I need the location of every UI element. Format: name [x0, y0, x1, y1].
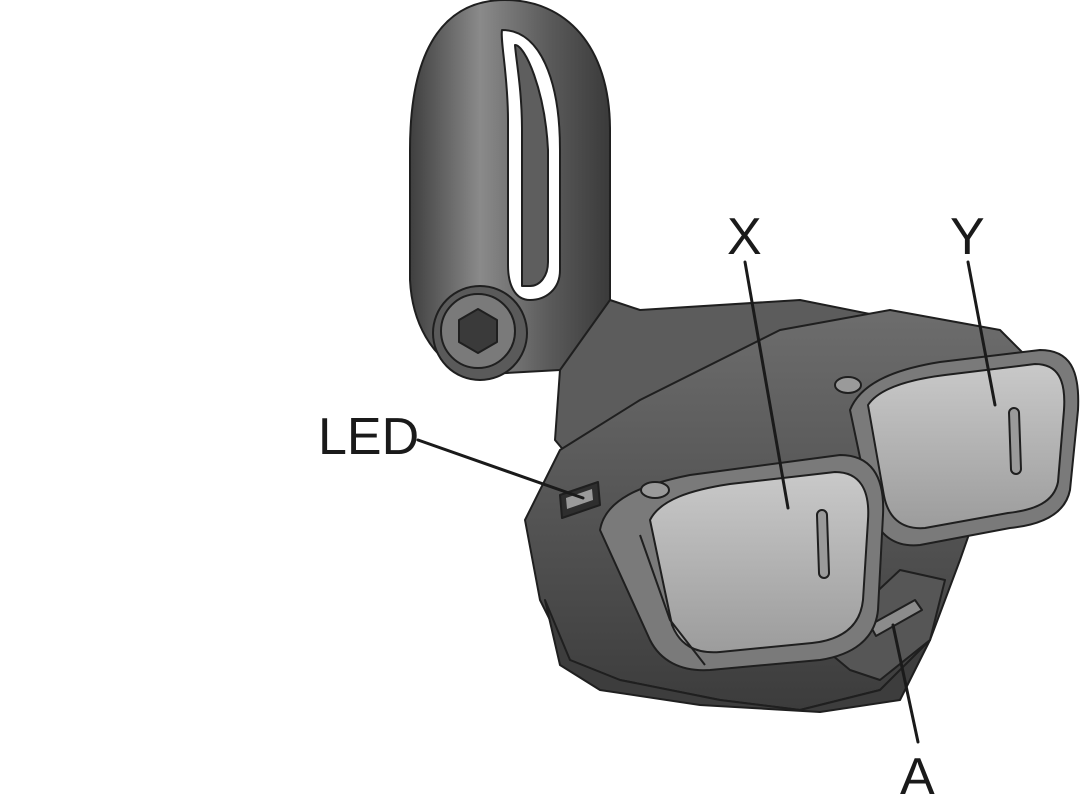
- handlebar-clamp: [409, 0, 611, 376]
- callout-a: A: [900, 748, 935, 806]
- button-y-ridge-icon: [1008, 407, 1022, 475]
- callout-led: LED: [318, 408, 419, 466]
- button-a[interactable]: [819, 569, 946, 681]
- leader-line-led: [416, 438, 585, 500]
- leader-line-x: [743, 260, 790, 510]
- callout-y: Y: [950, 208, 985, 266]
- leader-line-y: [966, 260, 997, 407]
- button-x[interactable]: [599, 454, 885, 672]
- leader-line-a: [891, 623, 920, 744]
- button-y[interactable]: [849, 349, 1080, 547]
- hex-socket-icon: [458, 308, 498, 354]
- callout-x: X: [727, 208, 762, 266]
- led-indicator: [559, 481, 601, 519]
- button-x-ridge-icon: [815, 509, 831, 579]
- clamp-bolt: [432, 285, 528, 381]
- housing-screws: [640, 376, 862, 499]
